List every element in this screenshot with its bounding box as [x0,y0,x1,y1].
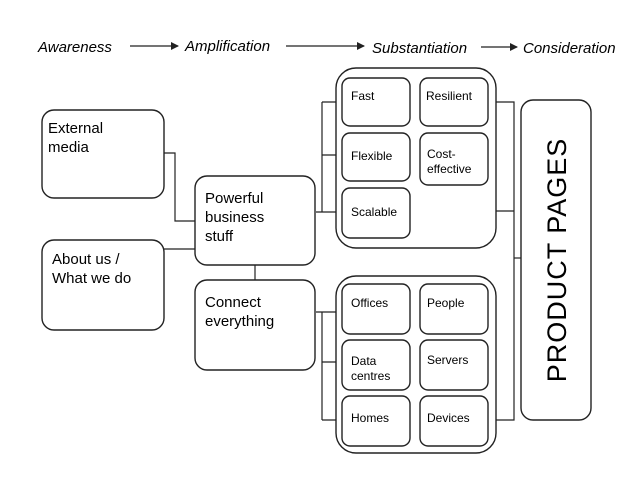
powerful-line-3: stuff [205,228,234,245]
svg-text:Offices: Offices [351,296,388,310]
stage-consideration: Consideration [523,40,616,57]
connect-line-1: Connect [205,294,262,311]
external-media-box: External media [41,109,165,199]
scalable-box: Scalable [341,187,411,239]
people-box: People [419,283,489,335]
svg-text:About us /What we do: About us / What we do [52,251,131,287]
external-media-line-1: External [48,120,103,137]
svg-text:Cost-effective: Cost-effective [427,147,472,176]
cost-effective-box: Cost-effective [419,132,489,186]
stage-awareness: Awareness [37,39,112,56]
svg-text:Homes: Homes [351,411,389,425]
svg-text:Devices: Devices [427,411,470,425]
stage-amplification: Amplification [184,38,270,55]
svg-text:Scalable: Scalable [351,205,397,219]
svg-text:Flexible: Flexible [351,149,393,163]
fast-box: Fast [341,77,411,127]
capabilities-group: Fast Resilient Flexible Cost-effective S… [335,67,497,249]
devices-box: Devices [419,395,489,447]
connect-line-2: everything [205,313,274,330]
cost-effective-line-1: Cost- [427,147,456,161]
powerful-line-1: Powerful [205,190,263,207]
resilient-box: Resilient [419,77,489,127]
offices-box: Offices [341,283,411,335]
product-pages-box: PRODUCT PAGES [520,99,592,421]
powerful-line-2: business [205,209,264,226]
homes-box: Homes [341,395,411,447]
powerful-business-stuff-box: Powerful business stuff [194,175,316,266]
svg-text:Resilient: Resilient [426,89,473,103]
svg-text:People: People [427,296,465,310]
cost-effective-line-2: effective [427,162,472,176]
svg-text:Servers: Servers [427,353,468,367]
about-us-line-1: About us / [52,251,120,268]
data-centres-line-1: Data [351,354,377,368]
stage-substantiation: Substantiation [372,40,467,57]
flexible-box: Flexible [341,132,411,182]
external-media-line-2: media [48,139,90,156]
servers-box: Servers [419,339,489,391]
connect-everything-box: Connect everything [194,279,316,371]
about-us-line-2: What we do [52,270,131,287]
product-pages-label: PRODUCT PAGES [542,138,572,383]
data-centres-line-2: centres [351,369,390,383]
svg-text:Fast: Fast [351,89,375,103]
about-us-box: About us / What we do [41,239,165,331]
